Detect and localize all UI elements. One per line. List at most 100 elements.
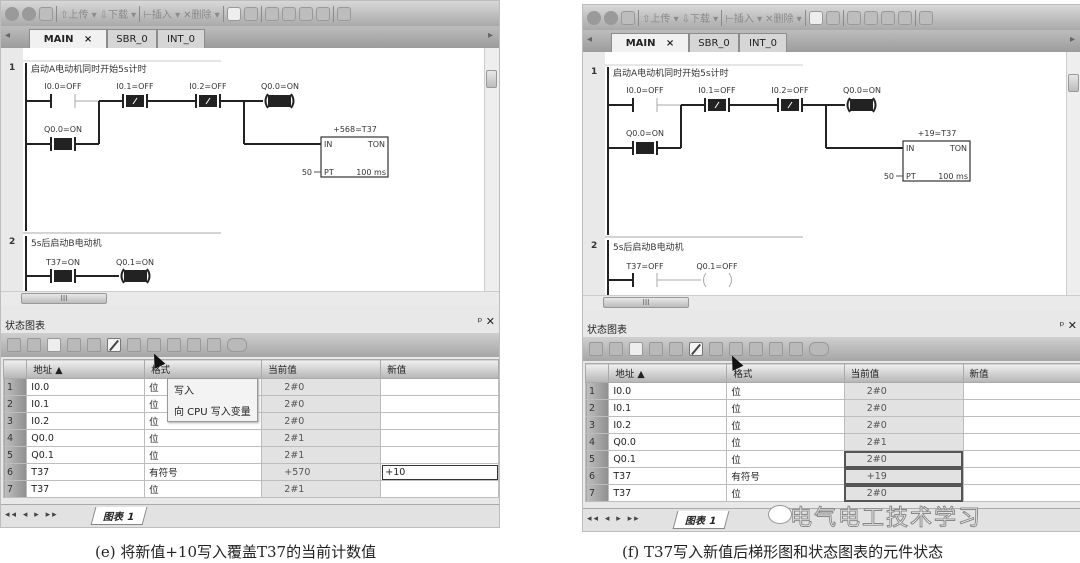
address-cell[interactable]: T37: [608, 467, 728, 485]
tab-close-icon[interactable]: ×: [665, 38, 675, 49]
contact-q00[interactable]: [50, 137, 76, 151]
pause-icon[interactable]: [67, 338, 81, 352]
table-row[interactable]: 2 I0.1 位 2#0: [584, 399, 1080, 417]
tab-sbr0[interactable]: SBR_0: [689, 33, 739, 52]
unforce-icon[interactable]: [729, 342, 743, 356]
tab-scroll-left-icon[interactable]: ◂: [5, 30, 11, 41]
row-number[interactable]: 4: [2, 429, 28, 447]
table-row[interactable]: 3 I0.2 位 2#0: [584, 416, 1080, 434]
new-value-cell[interactable]: [380, 446, 499, 464]
new-value-cell[interactable]: [962, 467, 1080, 485]
row-number[interactable]: 1: [2, 378, 28, 396]
trend-icon[interactable]: [789, 342, 803, 356]
format-cell[interactable]: 位: [726, 450, 845, 468]
tab-main[interactable]: MAIN ×: [611, 33, 689, 52]
write-icon[interactable]: [689, 342, 703, 356]
pin-close-icons[interactable]: ᵖ ✕: [477, 315, 495, 328]
address-cell[interactable]: I0.0: [26, 378, 146, 396]
status-pause-icon[interactable]: [243, 6, 258, 21]
row-number[interactable]: 1: [584, 382, 610, 400]
tab-int0[interactable]: INT_0: [739, 33, 787, 52]
sheet-tab[interactable]: 图表 1: [90, 507, 148, 525]
box-icon[interactable]: [880, 10, 895, 25]
coil-q00[interactable]: [264, 93, 295, 109]
column-header[interactable]: 新值: [380, 359, 499, 379]
add-icon[interactable]: [7, 338, 21, 352]
new-value-cell[interactable]: [380, 395, 499, 413]
upload-button[interactable]: ⇧上传 ▾: [60, 10, 97, 21]
stop-icon[interactable]: [22, 6, 36, 21]
tab-main[interactable]: MAIN ×: [29, 29, 107, 48]
format-cell[interactable]: 位: [726, 416, 845, 434]
sheet-nav-icons[interactable]: ◂◂ ◂ ▸ ▸▸: [5, 510, 59, 520]
coil-icon[interactable]: [863, 10, 878, 25]
row-number[interactable]: 7: [2, 480, 28, 498]
format-cell[interactable]: 位: [726, 484, 845, 502]
tag-icon[interactable]: [809, 342, 829, 356]
new-value-cell[interactable]: [380, 480, 499, 498]
new-value-cell[interactable]: [962, 416, 1080, 434]
coil-q00[interactable]: [846, 97, 877, 113]
row-number[interactable]: 6: [2, 463, 28, 481]
new-value-cell[interactable]: [380, 378, 499, 396]
address-cell[interactable]: Q0.0: [608, 433, 728, 451]
network-icon[interactable]: [315, 6, 330, 21]
contact-i02[interactable]: [195, 94, 221, 108]
address-cell[interactable]: I0.1: [608, 399, 728, 417]
address-cell[interactable]: T37: [26, 463, 146, 481]
tab-int0[interactable]: INT_0: [157, 29, 205, 48]
row-number[interactable]: 7: [584, 484, 610, 502]
read-forced-icon[interactable]: [769, 342, 783, 356]
column-header[interactable]: 格式: [726, 363, 845, 383]
program-status-icon[interactable]: [226, 6, 241, 21]
new-value-cell[interactable]: [962, 450, 1080, 468]
address-cell[interactable]: T37: [608, 484, 728, 502]
unforce-icon[interactable]: [147, 338, 161, 352]
format-cell[interactable]: 有符号: [726, 467, 845, 485]
pin-close-icons[interactable]: ᵖ ✕: [1059, 319, 1077, 332]
run-icon[interactable]: [5, 6, 19, 21]
format-cell[interactable]: 位: [726, 382, 845, 400]
row-number[interactable]: 2: [2, 395, 28, 413]
contact-i00[interactable]: [50, 94, 76, 108]
row-number[interactable]: 2: [584, 399, 610, 417]
scroll-thumb[interactable]: III: [603, 297, 689, 308]
write-icon[interactable]: [107, 338, 121, 352]
table-row[interactable]: 5 Q0.1 位 2#0: [584, 450, 1080, 468]
delete-button[interactable]: ✕删除 ▾: [765, 14, 802, 25]
upload-button[interactable]: ⇧上传 ▾: [642, 14, 679, 25]
stop-icon[interactable]: [604, 10, 618, 25]
sheet-nav-icons[interactable]: ◂◂ ◂ ▸ ▸▸: [587, 514, 641, 524]
status-pause-icon[interactable]: [825, 10, 840, 25]
row-number[interactable]: 5: [2, 446, 28, 464]
format-cell[interactable]: 位: [144, 480, 263, 498]
read-icon[interactable]: [87, 338, 101, 352]
network-icon[interactable]: [897, 10, 912, 25]
compile-icon[interactable]: [621, 10, 635, 25]
coil-q01[interactable]: [703, 272, 732, 288]
add-icon[interactable]: [589, 342, 603, 356]
table-row[interactable]: 5 Q0.1 位 2#1: [2, 446, 499, 464]
new-value-cell[interactable]: [962, 382, 1080, 400]
new-value-cell[interactable]: [962, 484, 1080, 502]
new-value-cell[interactable]: +10: [380, 463, 499, 481]
pause-icon[interactable]: [649, 342, 663, 356]
new-value-cell[interactable]: [380, 412, 499, 430]
contact-i00[interactable]: [632, 98, 658, 112]
contact-i02[interactable]: [777, 98, 803, 112]
new-value-cell[interactable]: [962, 399, 1080, 417]
column-header[interactable]: 地址 ▲: [608, 363, 728, 383]
address-cell[interactable]: Q0.0: [26, 429, 146, 447]
run-icon[interactable]: [587, 10, 601, 25]
tab-scroll-left-icon[interactable]: ◂: [587, 34, 593, 45]
row-number[interactable]: 5: [584, 450, 610, 468]
horizontal-scrollbar[interactable]: III: [1, 291, 499, 306]
address-cell[interactable]: Q0.1: [26, 446, 146, 464]
table-row[interactable]: 4 Q0.0 位 2#1: [2, 429, 499, 447]
format-cell[interactable]: 有符号: [144, 463, 263, 481]
delete-row-icon[interactable]: [609, 342, 623, 356]
table-row[interactable]: 4 Q0.0 位 2#1: [584, 433, 1080, 451]
